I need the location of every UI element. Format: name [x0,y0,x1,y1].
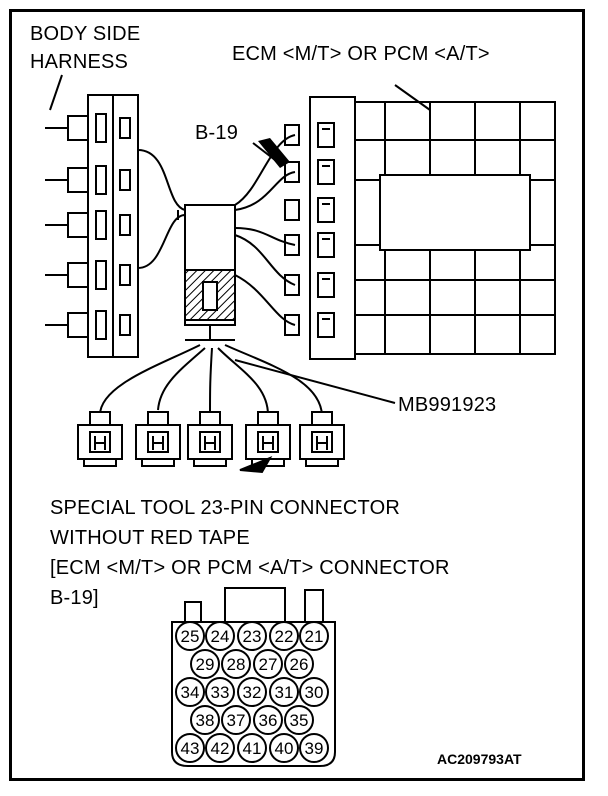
pin-32: 32 [237,677,267,707]
pin-38: 38 [190,705,220,735]
pin-label: 28 [227,655,246,674]
left-plug [67,115,89,141]
pin-label: 32 [243,683,262,702]
pin-35: 35 [284,705,314,735]
body-side-harness-label: BODY SIDE [30,23,141,45]
pin-label: 37 [227,711,246,730]
ecm-pcm-unit [284,96,556,360]
special-tool-label-line3: [ECM <M/T> OR PCM <A/T> CONNECTOR [50,557,450,579]
pin-25: 25 [175,621,205,651]
pin-37: 37 [221,705,251,735]
pin-label: 31 [275,683,294,702]
pin-22: 22 [269,621,299,651]
special-tool-arrow [239,456,273,474]
pin-label: 34 [181,683,200,702]
connector-b19-label: B-19 [195,122,239,144]
pin-grid: 25 24 23 22 21 29 28 27 26 34 33 32 31 30 38 37 36 35 43 42… [175,621,329,763]
harness-cables [99,134,323,416]
pin-40: 40 [269,733,299,763]
pin-34: 34 [175,677,205,707]
pin-label: 22 [275,627,294,646]
bottom-connector [135,411,181,467]
pin-label: 29 [196,655,215,674]
ecm-plug [284,274,300,296]
pin-29: 29 [190,649,220,679]
special-tool-label-line4: B-19] [50,587,99,609]
pin-31: 31 [269,677,299,707]
body-side-connector-block [45,94,139,358]
left-plug [67,312,89,338]
pin-label: 21 [305,627,324,646]
figure-code: AC209793AT [437,751,522,767]
special-tool-label-line2: WITHOUT RED TAPE [50,527,250,549]
pin-36: 36 [253,705,283,735]
tool-number-label: MB991923 [398,394,497,416]
left-plug [67,262,89,288]
pin-label: 36 [259,711,278,730]
pin-24: 24 [205,621,235,651]
pin-label: 33 [211,683,230,702]
bottom-connector [77,411,123,467]
pin-label: 40 [275,739,294,758]
pin-label: 41 [243,739,262,758]
bottom-connector [299,411,345,467]
ecm-plug [284,199,300,221]
bottom-connector [187,411,233,467]
pin-39: 39 [299,733,329,763]
ecm-pcm-label: ECM <M/T> OR PCM <A/T> [232,43,490,65]
pin-label: 39 [305,739,324,758]
pin-28: 28 [221,649,251,679]
special-tool-connectors [77,411,345,467]
pin-41: 41 [237,733,267,763]
pin-30: 30 [299,677,329,707]
pin-21: 21 [299,621,329,651]
pin-label: 26 [290,655,309,674]
pin-label: 38 [196,711,215,730]
pin-42: 42 [205,733,235,763]
pin-label: 42 [211,739,230,758]
pin-label: 25 [181,627,200,646]
pin-label: 27 [259,655,278,674]
body-side-harness-label-line2: HARNESS [30,51,129,73]
pin-23: 23 [237,621,267,651]
pin-label: 24 [211,627,230,646]
pin-label: 23 [243,627,262,646]
left-plug [67,212,89,238]
pin-43: 43 [175,733,205,763]
pin-label: 30 [305,683,324,702]
pin-26: 26 [284,649,314,679]
pin-label: 43 [181,739,200,758]
left-plug [67,167,89,193]
pin-label: 35 [290,711,309,730]
pin-27: 27 [253,649,283,679]
special-tool-label-line1: SPECIAL TOOL 23-PIN CONNECTOR [50,497,400,519]
b19-arrow [258,138,290,168]
leader-lines [49,74,431,404]
pin-33: 33 [205,677,235,707]
